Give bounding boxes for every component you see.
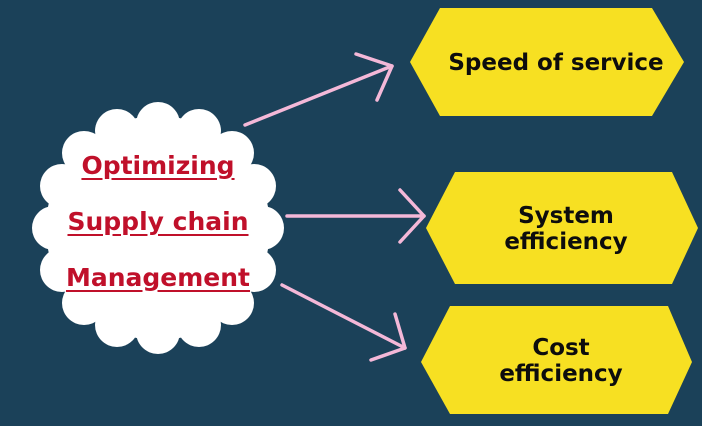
center-concept: Optimizing Supply chain Management	[40, 138, 276, 306]
outcome-cost-line-2: efficiency	[499, 361, 623, 387]
cloud-shape	[32, 102, 284, 354]
outcome-speed-text: Speed of service	[448, 50, 664, 76]
outcome-system-line-2: efficiency	[504, 229, 628, 255]
outcome-system-label: System efficiency	[435, 200, 697, 258]
arrow-to-speed	[243, 52, 394, 127]
hexagon-system	[426, 172, 698, 284]
center-line-1: Optimizing	[81, 151, 235, 180]
arrow-to-system	[285, 188, 426, 244]
outcome-system-line-1: System	[518, 203, 614, 229]
outcome-cost-line-1: Cost	[532, 335, 590, 361]
arrow-to-cost	[280, 283, 407, 362]
outcome-speed-label: Speed of service	[420, 40, 692, 86]
hexagon-speed	[410, 8, 684, 116]
outcome-cost-label: Cost efficiency	[430, 332, 692, 390]
center-line-3: Management	[65, 263, 251, 292]
hexagon-cost	[421, 306, 692, 414]
center-line-2: Supply chain	[67, 207, 249, 236]
